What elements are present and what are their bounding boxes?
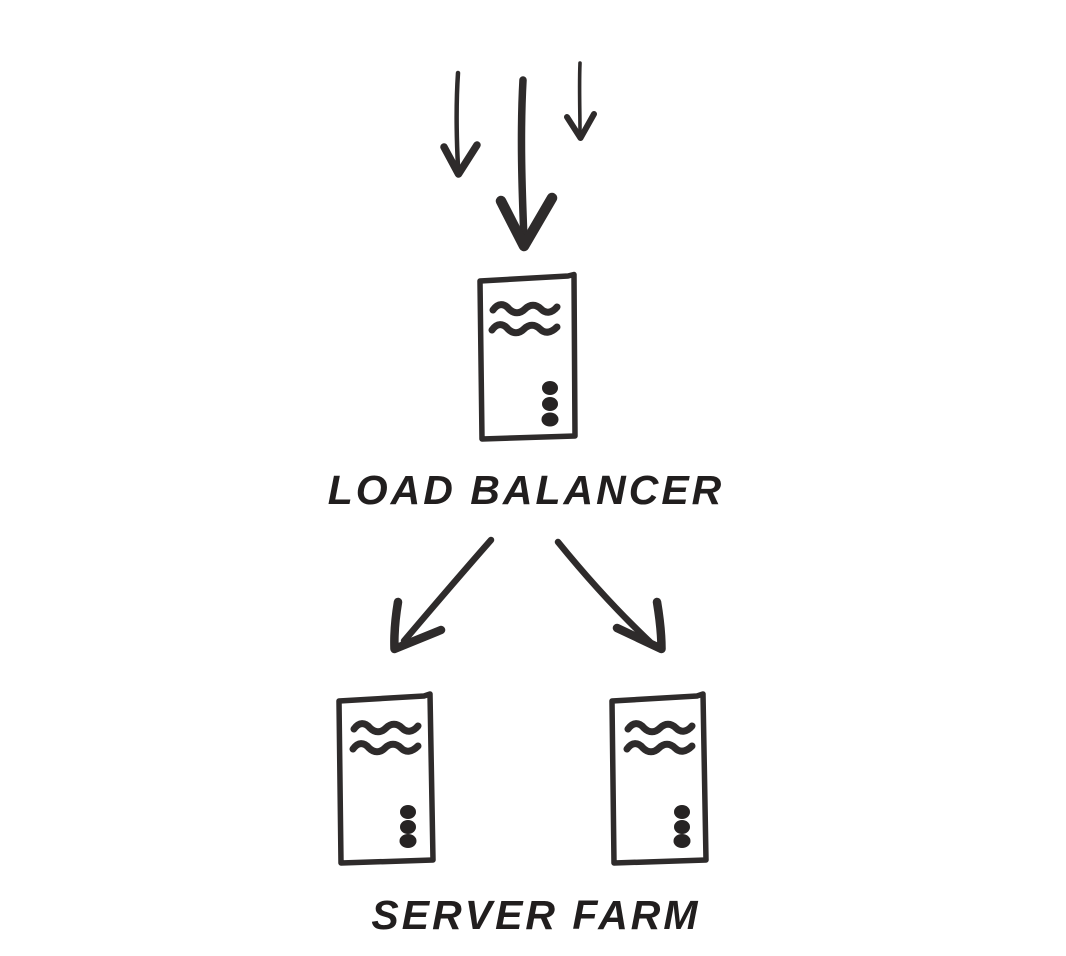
server-vent-line	[489, 301, 561, 317]
connection-arrows	[390, 536, 666, 654]
server-farm-label: SERVER FARM	[371, 892, 700, 938]
incoming-traffic-arrows	[440, 61, 597, 252]
server-vent-line	[623, 740, 696, 756]
server-vent-line	[350, 720, 422, 736]
server-led-dots	[541, 381, 559, 427]
diagonal-arrow-icon	[390, 536, 495, 654]
server-led-dots	[673, 805, 691, 848]
server-2-node	[609, 691, 709, 866]
server-1-node	[336, 691, 436, 866]
diagonal-arrow-icon	[554, 538, 666, 654]
server-led-dots	[399, 805, 417, 848]
server-vent-line	[488, 321, 561, 337]
down-arrow-icon	[440, 70, 481, 178]
down-arrow-icon	[564, 61, 597, 141]
load-balancer-label: LOAD BALANCER	[328, 467, 725, 513]
server-icon	[477, 271, 578, 442]
server-icon	[609, 691, 709, 866]
server-vent-line	[349, 740, 422, 756]
down-arrow-icon	[495, 76, 558, 252]
server-icon	[336, 691, 436, 866]
server-vent-line	[624, 720, 696, 736]
load-balancer-node	[477, 271, 578, 442]
